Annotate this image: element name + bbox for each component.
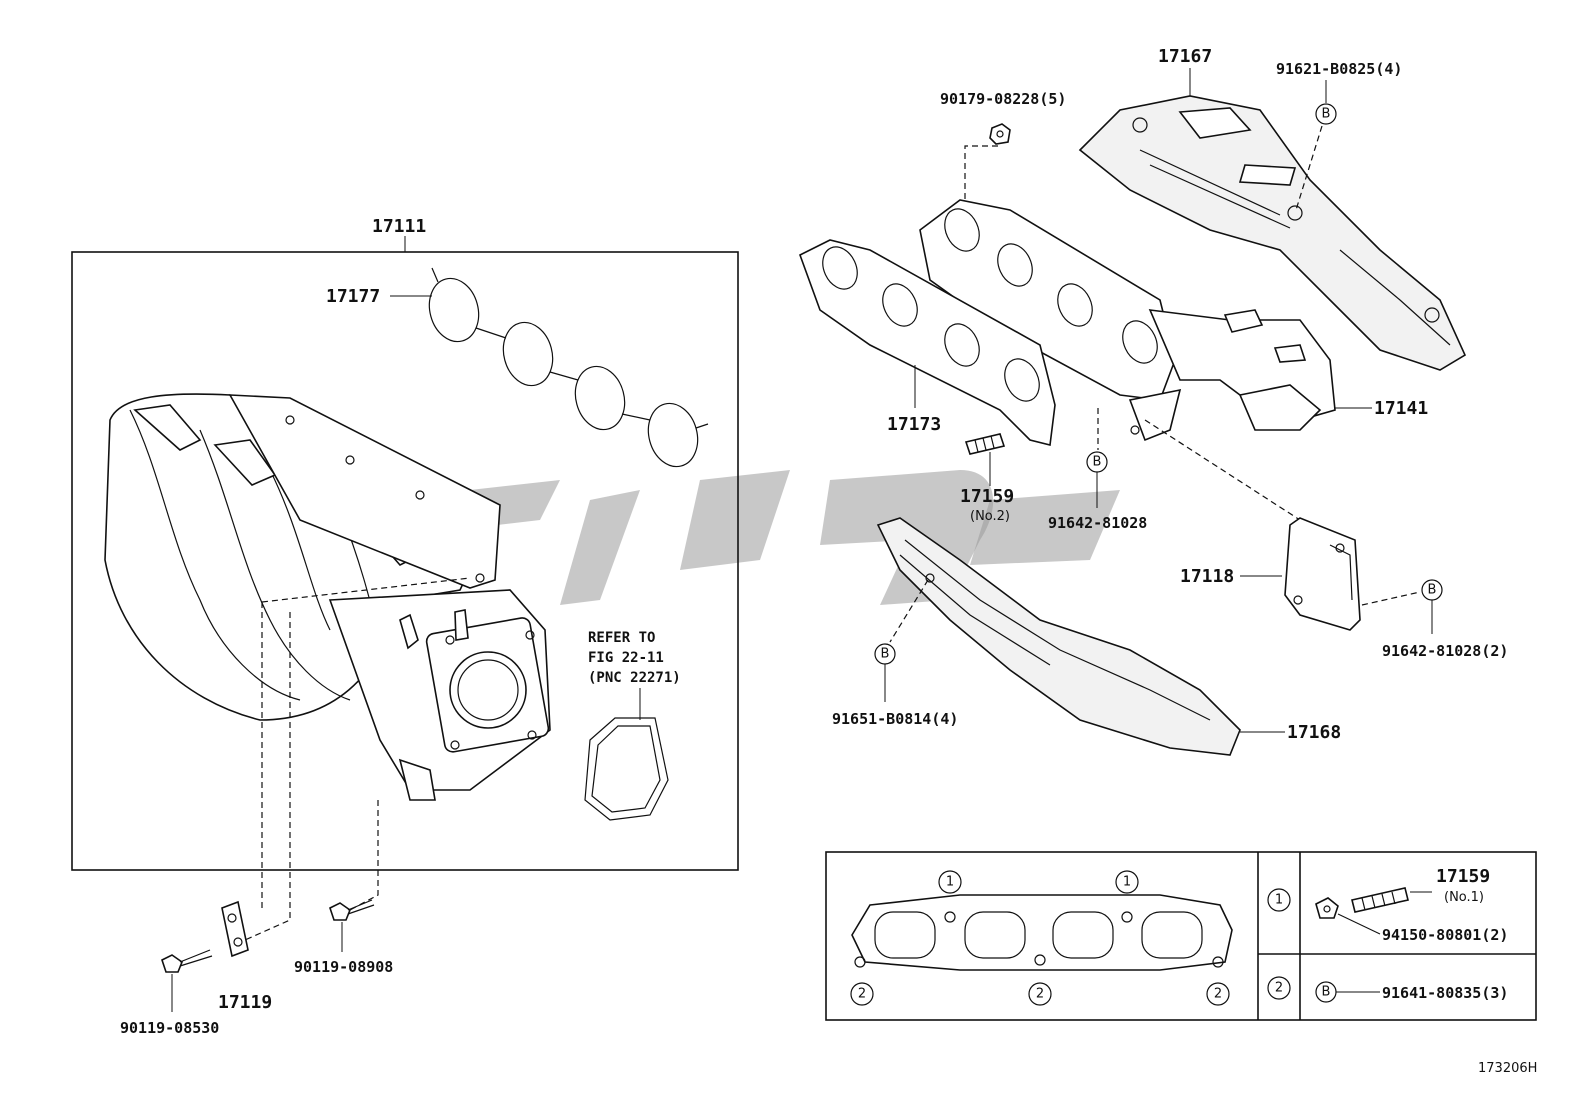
inset-label-91641-80835: 91641-80835(3)	[1382, 984, 1508, 1002]
gasket-detail-inset: 1 1 2 2 2 1 2 17159 (No.1) 94150-80801(2…	[825, 851, 1537, 1021]
bolt-90119-08908	[329, 899, 375, 952]
inset-label-17159-no1: (No.1)	[1444, 890, 1484, 905]
callout-b-91621	[1315, 103, 1337, 125]
label-91642-81028: 91642-81028	[1048, 514, 1147, 532]
label-17167: 17167	[1158, 46, 1212, 67]
label-17118: 17118	[1180, 566, 1234, 587]
label-91642-81028-2: 91642-81028(2)	[1382, 642, 1508, 660]
nut-90179-08228	[989, 123, 1011, 145]
refer-line-2: FIG 22-11	[588, 650, 664, 666]
inset-callout-2-b	[1028, 982, 1052, 1006]
svg-text:2: 2	[1214, 987, 1222, 1002]
svg-text:2: 2	[858, 987, 866, 1002]
intake-manifold-group: 17111 17177	[71, 216, 739, 941]
svg-text:2: 2	[1275, 981, 1283, 996]
intake-gasket-17177	[428, 267, 709, 468]
throttle-body-gasket	[584, 717, 669, 821]
bracket-17119	[221, 900, 249, 958]
label-90119-08908: 90119-08908	[294, 958, 393, 976]
bolt-90119-08530	[161, 949, 213, 1012]
svg-text:1: 1	[1123, 875, 1131, 890]
label-17119: 17119	[218, 992, 272, 1013]
exhaust-manifold-17141	[919, 199, 1336, 442]
svg-text:B: B	[1428, 583, 1437, 598]
legend-callout-2	[1267, 976, 1291, 1000]
watermark-logo	[455, 470, 1120, 605]
refer-line-1: REFER TO	[588, 630, 655, 646]
label-90179-08228: 90179-08228(5)	[940, 90, 1066, 108]
legend-callout-1	[1267, 888, 1291, 912]
inset-callout-2-c	[1206, 982, 1230, 1006]
intake-manifold-body	[104, 393, 551, 801]
label-17141: 17141	[1374, 398, 1428, 419]
label-17168: 17168	[1287, 722, 1341, 743]
inset-callout-1-b	[1115, 870, 1139, 894]
svg-text:1: 1	[946, 875, 954, 890]
label-17177: 17177	[326, 286, 380, 307]
label-17159: 17159	[960, 486, 1014, 507]
inset-callout-1-a	[938, 870, 962, 894]
label-91621-B0825: 91621-B0825(4)	[1276, 60, 1402, 78]
label-17159-no2: (No.2)	[970, 509, 1010, 524]
label-90119-08530: 90119-08530	[120, 1019, 219, 1037]
stud-17159-no2	[964, 433, 1006, 486]
label-17111: 17111	[372, 216, 426, 237]
heat-insulator-17167	[1078, 95, 1467, 371]
refer-line-3: (PNC 22271)	[588, 670, 681, 686]
svg-text:2: 2	[1036, 987, 1044, 1002]
label-17173: 17173	[887, 414, 941, 435]
svg-text:B: B	[1322, 107, 1331, 122]
inset-callout-2-a	[850, 982, 874, 1006]
inset-label-94150-80801: 94150-80801(2)	[1382, 926, 1508, 944]
svg-text:B: B	[1322, 985, 1331, 1000]
exhaust-gasket-17173	[799, 239, 1056, 446]
bracket-17118	[1284, 517, 1361, 631]
inset-label-17159: 17159	[1436, 866, 1490, 887]
label-91651-B0814: 91651-B0814(4)	[832, 710, 958, 728]
figure-code: 173206H	[1478, 1061, 1537, 1076]
svg-text:B: B	[1093, 455, 1102, 470]
heat-insulator-17168	[876, 517, 1241, 756]
svg-text:1: 1	[1275, 893, 1283, 908]
svg-text:B: B	[881, 647, 890, 662]
